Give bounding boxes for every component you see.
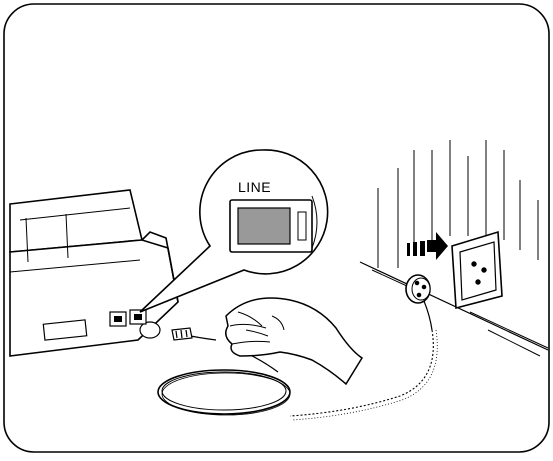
phone-cable: [157, 329, 438, 421]
wall-plug: [405, 274, 433, 331]
line-jack-opening: [237, 207, 291, 245]
line-port-label: LINE: [238, 179, 271, 195]
line-port-callout: LINE: [139, 149, 329, 313]
wall: [359, 140, 549, 357]
line-jack-latch: [297, 211, 307, 241]
wall-socket: [451, 230, 503, 310]
device-body: [9, 189, 179, 357]
hand: [225, 297, 364, 386]
arrow-right-icon: [407, 232, 448, 260]
modular-plug: [171, 327, 193, 341]
